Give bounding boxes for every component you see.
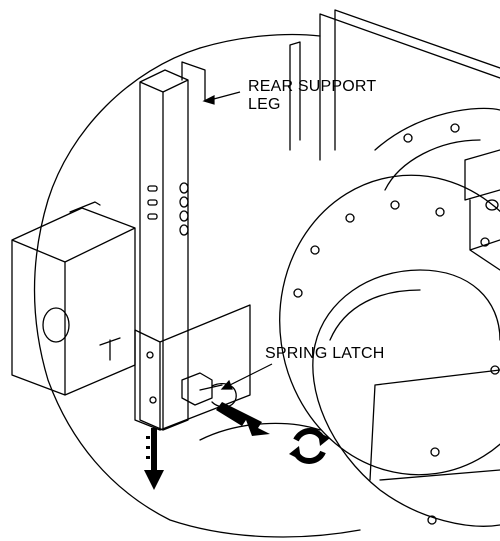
box-flange [99, 337, 121, 361]
pull-arrow [216, 402, 270, 436]
leader-line-rear [209, 91, 241, 101]
junction-box-lid [69, 201, 101, 213]
leader-arrow-rear [202, 95, 215, 105]
spring-latch [181, 372, 213, 406]
mount-bracket [464, 149, 500, 271]
knockout-hole [42, 307, 70, 343]
leader-line-spring [227, 363, 273, 387]
outlet-cylinder-lower [312, 344, 500, 527]
blower-housing-outline [33, 47, 361, 538]
blower-housing-top [199, 33, 321, 49]
outlet-cylinder-inner-2 [369, 369, 500, 481]
flange-bolts [293, 123, 500, 525]
leg-hole [179, 182, 189, 194]
bracket-screw [146, 351, 154, 359]
leg-hole [179, 196, 189, 208]
rear-panel-edge [289, 41, 301, 151]
leg-hole [179, 210, 189, 222]
leg-slot [147, 199, 158, 206]
junction-box [11, 207, 136, 396]
rear-support-leg [139, 61, 206, 431]
outlet-cylinder-front [314, 269, 500, 346]
blower-ring-back [374, 107, 500, 151]
leg-slot [147, 213, 158, 220]
bracket-bolt [485, 199, 499, 211]
leader-arrow-spring [220, 379, 233, 390]
leg-slot [147, 185, 158, 192]
outlet-flange [279, 174, 500, 476]
down-arrow [144, 428, 164, 490]
bracket-screw [149, 396, 157, 404]
rear-panel [319, 9, 500, 161]
base-bracket [134, 304, 251, 431]
rear-support-leg-label: REAR SUPPORT LEG [248, 78, 377, 114]
base-curve [199, 422, 321, 441]
spring-latch-label: SPRING LATCH [265, 345, 385, 362]
blower-ring-back-2 [384, 139, 481, 191]
leg-hole [179, 224, 189, 236]
rotate-icon-arrowheads [289, 432, 330, 460]
outlet-cylinder-inner [329, 289, 421, 341]
latch-lever [199, 384, 223, 391]
